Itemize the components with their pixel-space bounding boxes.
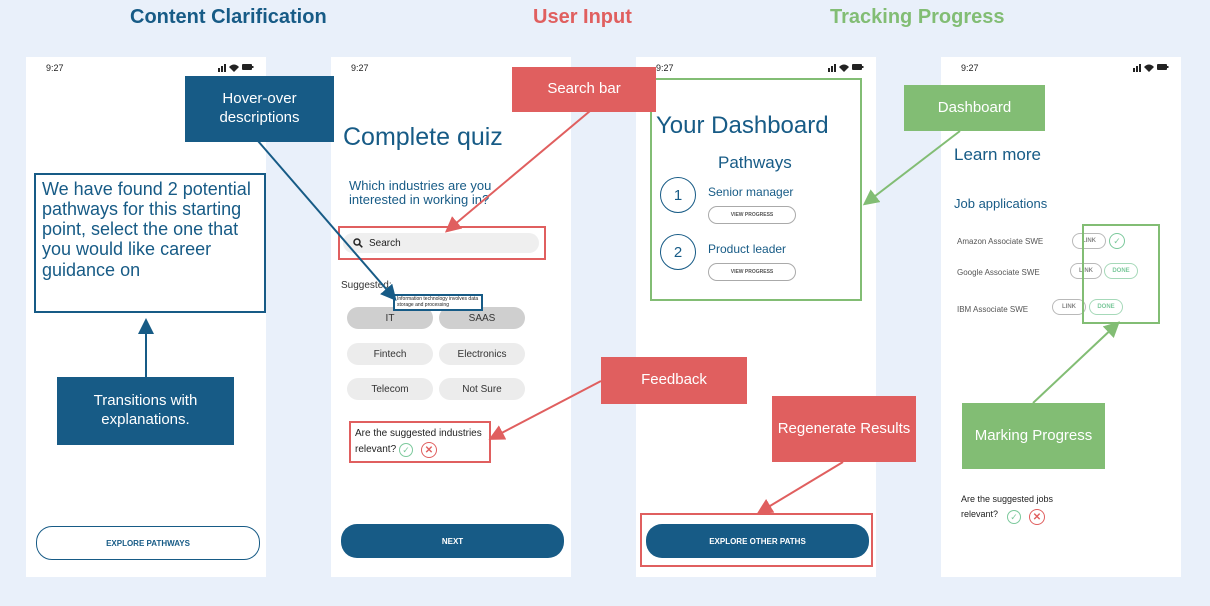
heading-tracking-progress: Tracking Progress [830, 6, 1005, 28]
callout-dashboard: Dashboard [904, 85, 1045, 131]
path-number-2: 2 [660, 234, 696, 270]
status-time: 9:27 [961, 63, 979, 73]
path-number-1: 1 [660, 177, 696, 213]
chip-saas[interactable]: SAAS [439, 307, 525, 329]
job-applications-title: Job applications [954, 196, 1048, 211]
job-check-icon-amazon[interactable]: ✓ [1109, 233, 1125, 249]
jobs-thumbs-up-check-icon[interactable]: ✓ [1007, 510, 1021, 524]
reject-x-icon[interactable]: ✕ [421, 442, 437, 458]
jobs-feedback-question: Are the suggested jobs relevant? [961, 494, 1054, 520]
explore-other-paths-button[interactable]: EXPLORE OTHER PATHS [646, 524, 869, 558]
learn-more-link[interactable]: Learn more [954, 145, 1041, 164]
thumbs-up-check-icon[interactable]: ✓ [399, 443, 413, 457]
status-time: 9:27 [351, 63, 369, 73]
regenerate-highlight-box [640, 513, 873, 567]
callout-search-bar: Search bar [512, 67, 656, 112]
quiz-title: Complete quiz [343, 123, 503, 151]
status-bar-icons [1133, 64, 1169, 72]
job-name-amazon: Amazon Associate SWE [957, 237, 1044, 246]
callout-transitions: Transitions with explanations. [57, 377, 234, 445]
chip-fintech[interactable]: Fintech [347, 343, 433, 365]
callout-regenerate-results: Regenerate Results [772, 396, 916, 462]
callout-marking-progress: Marking Progress [962, 403, 1105, 469]
pathways-message: We have found 2 potential pathways for t… [34, 173, 266, 313]
chip-it[interactable]: IT [347, 307, 433, 329]
phone-screen-job-applications: 9:27 Learn more Job applications Amazon … [941, 57, 1181, 577]
phone-screen-quiz: 9:27 Complete quiz Which industries are … [331, 57, 571, 577]
path-name-2: Product leader [708, 242, 787, 256]
callout-feedback: Feedback [601, 357, 747, 404]
path-name-1: Senior manager [708, 185, 794, 199]
job-name-google: Google Associate SWE [957, 268, 1040, 277]
phone-screen-pathways-intro: 9:27 We have found 2 potential pathways … [26, 57, 266, 577]
heading-content-clarification: Content Clarification [130, 6, 327, 28]
explore-pathways-button[interactable]: EXPLORE PATHWAYS [36, 526, 260, 560]
chip-not-sure[interactable]: Not Sure [439, 378, 525, 400]
status-bar-icons [218, 64, 254, 72]
dashboard-title: Your Dashboard [656, 112, 829, 139]
job-status-ibm[interactable]: DONE [1089, 299, 1123, 315]
chip-electronics[interactable]: Electronics [439, 343, 525, 365]
phone-screen-dashboard: 9:27 Your Dashboard Pathways 1 Senior ma… [636, 57, 876, 577]
quiz-question: Which industries are you interested in w… [349, 178, 492, 208]
jobs-reject-x-icon[interactable]: ✕ [1029, 509, 1045, 525]
job-link-ibm[interactable]: LINK [1052, 299, 1086, 315]
view-progress-button-1[interactable]: VIEW PROGRESS [708, 206, 796, 224]
feedback-question: Are the suggested industries relevant? [355, 428, 482, 455]
callout-hover-descriptions: Hover-over descriptions [185, 76, 334, 142]
pathways-subtitle: Pathways [718, 153, 792, 172]
search-bar-highlight [338, 226, 546, 260]
next-button[interactable]: NEXT [341, 524, 564, 558]
status-time: 9:27 [656, 63, 674, 73]
feedback-box: Are the suggested industries relevant? [349, 421, 491, 463]
status-time: 9:27 [46, 63, 64, 73]
job-status-google[interactable]: DONE [1104, 263, 1138, 279]
job-link-amazon[interactable]: LINK [1072, 233, 1106, 249]
job-name-ibm: IBM Associate SWE [957, 305, 1029, 314]
job-link-google[interactable]: LINK [1070, 263, 1102, 279]
industry-tooltip: Information technology involves data sto… [393, 294, 483, 311]
suggested-label: Suggested: [341, 280, 392, 291]
chip-telecom[interactable]: Telecom [347, 378, 433, 400]
marking-progress-highlight [1082, 224, 1160, 324]
heading-user-input: User Input [533, 6, 632, 28]
dashboard-highlight-box [650, 78, 862, 301]
view-progress-button-2[interactable]: VIEW PROGRESS [708, 263, 796, 281]
status-bar-icons [828, 64, 864, 72]
